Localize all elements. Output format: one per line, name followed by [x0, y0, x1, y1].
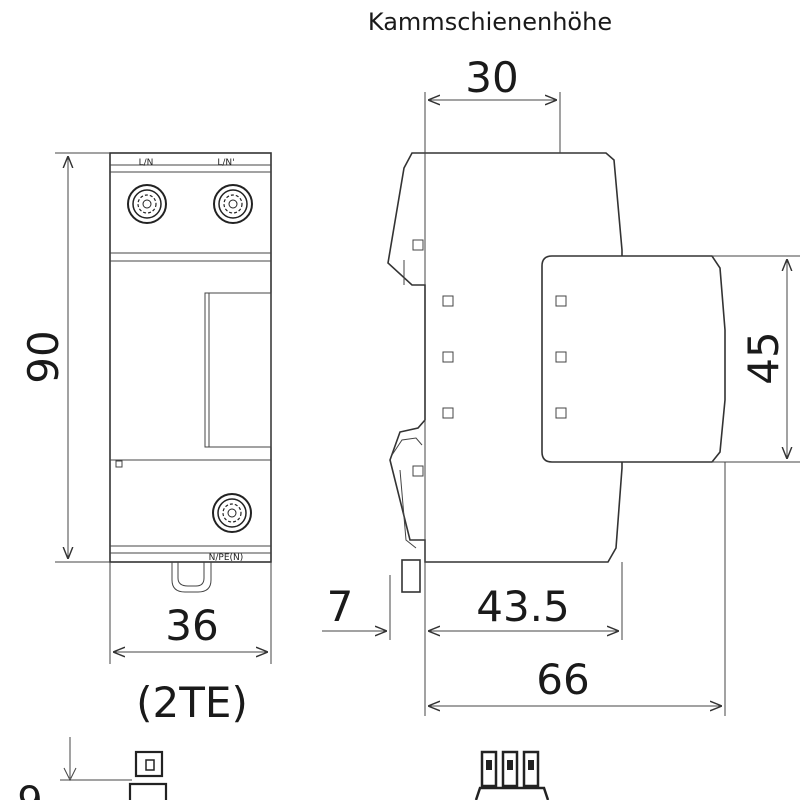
- dimension-depth-front: 43.5: [424, 562, 623, 716]
- dimension-label-height: 90: [19, 330, 68, 383]
- terminal-screw-top-right: [213, 184, 253, 224]
- terminal-label-top-right: L/N': [217, 158, 234, 168]
- partial-view-right: [474, 750, 550, 800]
- din-clip: [401, 559, 421, 593]
- module-window: [204, 292, 272, 448]
- dimension-label-depth-front: 43.5: [476, 582, 570, 631]
- terminal-label-top-left: L/N: [139, 158, 154, 168]
- partial-dim-label: 9: [17, 779, 42, 800]
- dimension-label-total-depth: 66: [536, 655, 589, 704]
- dimension-busbar-height: 30: [424, 53, 561, 170]
- dimension-label-module-height: 45: [739, 331, 788, 384]
- drawing-title: Kammschienenhöhe: [368, 8, 612, 36]
- partial-view-left: 9: [17, 737, 168, 800]
- dimension-label-rail-offset: 7: [327, 582, 354, 631]
- dimension-rail-offset: 7: [322, 575, 391, 640]
- dimension-module-height: 45: [712, 255, 800, 463]
- dimension-total-depth: 66: [428, 462, 726, 716]
- dimension-height-front: 90: [19, 152, 110, 563]
- dimension-label-width: 36: [165, 601, 218, 650]
- dimension-width-front: 36 (2TE): [109, 562, 272, 727]
- front-view: L/N L/N' N/PE(N): [109, 152, 272, 593]
- module-width-label: (2TE): [136, 678, 248, 727]
- plug-in-module: [541, 255, 726, 463]
- side-view: [387, 152, 726, 593]
- terminal-label-bottom: N/PE(N): [209, 553, 244, 563]
- terminal-screw-bottom: [212, 493, 252, 533]
- dimension-label-busbar: 30: [465, 53, 518, 102]
- terminal-screw-top-left: [127, 184, 167, 224]
